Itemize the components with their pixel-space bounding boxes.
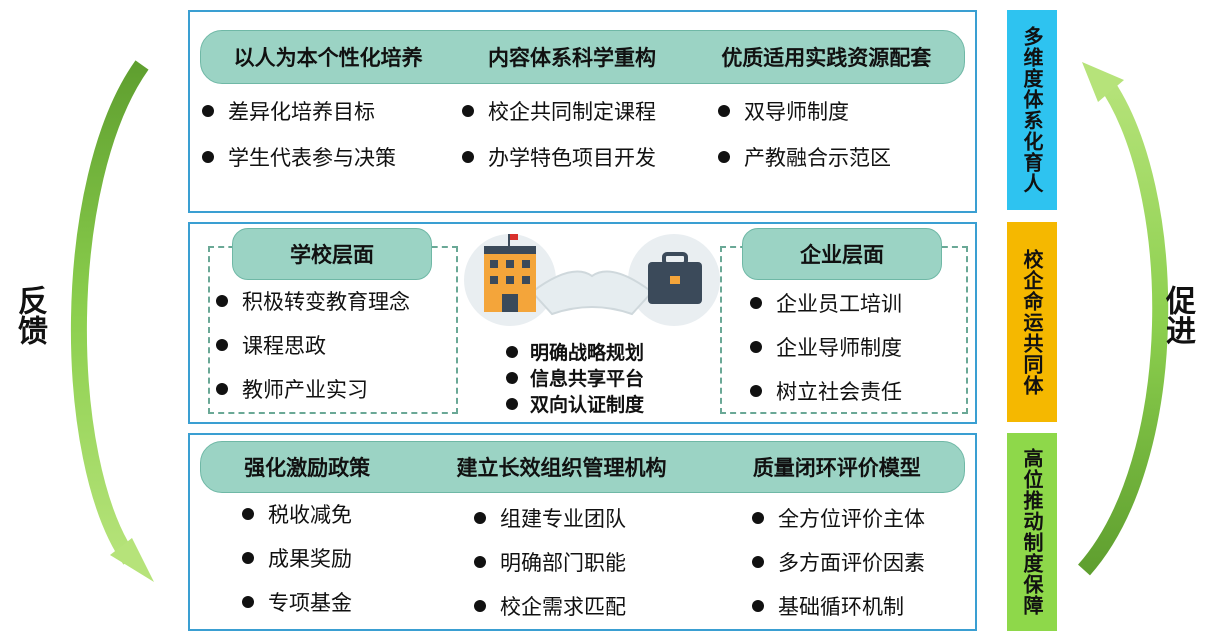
bullet-icon	[750, 385, 762, 397]
list-item: 树立社会责任	[750, 376, 902, 406]
top-header-2: 内容体系科学重构	[487, 46, 656, 70]
top-header-pill: 以人为本个性化培养 内容体系科学重构 优质适用实践资源配套	[200, 30, 965, 84]
list-item: 全方位评价主体	[752, 503, 925, 533]
top-header-1: 以人为本个性化培养	[233, 46, 423, 70]
bullet-icon	[752, 512, 764, 524]
bullet-icon	[506, 371, 518, 384]
list-item: 多方面评价因素	[752, 547, 925, 577]
promote-label: 促进	[1160, 285, 1195, 345]
list-item: 明确部门职能	[474, 547, 626, 577]
bullet-icon	[752, 556, 764, 568]
bullet-icon	[216, 295, 228, 307]
list-item: 课程思政	[216, 330, 326, 360]
list-item: 双导师制度	[718, 96, 849, 126]
side-label-top: 多维度体系化育人	[1007, 10, 1057, 210]
side-label-middle: 校企命运共同体	[1007, 222, 1057, 422]
bullet-icon	[474, 556, 486, 568]
list-item: 校企共同制定课程	[462, 96, 656, 126]
bottom-header-1: 强化激励政策	[244, 456, 371, 480]
bottom-header-pill: 强化激励政策 建立长效组织管理机构 质量闭环评价模型	[200, 441, 965, 493]
enterprise-title: 企业层面	[742, 228, 942, 280]
list-item: 产教融合示范区	[718, 142, 891, 172]
promote-arrow	[1078, 62, 1169, 576]
bottom-header-2: 建立长效组织管理机构	[456, 456, 667, 480]
list-item: 明确战略规划	[506, 338, 644, 365]
bullet-icon	[718, 151, 730, 163]
bullet-icon	[474, 600, 486, 612]
top-panel: 以人为本个性化培养 内容体系科学重构 优质适用实践资源配套 差异化培养目标 学生…	[188, 10, 977, 213]
bullet-icon	[752, 600, 764, 612]
feedback-label: 反馈	[12, 285, 47, 345]
list-item: 教师产业实习	[216, 374, 368, 404]
bullet-icon	[202, 105, 214, 117]
side-label-bottom: 高位推动制度保障	[1007, 433, 1057, 631]
bullet-icon	[202, 151, 214, 163]
list-item: 企业导师制度	[750, 332, 902, 362]
list-item: 基础循环机制	[752, 591, 904, 621]
bullet-icon	[506, 397, 518, 410]
list-item: 校企需求匹配	[474, 591, 626, 621]
feedback-arrow	[71, 60, 154, 582]
middle-panel: 学校层面 积极转变教育理念 课程思政 教师产业实习 明确战略规划 信息共享平台 …	[188, 222, 977, 424]
list-item: 双向认证制度	[506, 390, 644, 417]
list-item: 办学特色项目开发	[462, 142, 656, 172]
list-item: 成果奖励	[242, 543, 352, 573]
bullet-icon	[474, 512, 486, 524]
bullet-icon	[462, 105, 474, 117]
list-item: 专项基金	[242, 587, 352, 617]
bullet-icon	[718, 105, 730, 117]
bullet-icon	[750, 297, 762, 309]
school-enterprise-handshake-icon	[464, 234, 720, 326]
top-header-3: 优质适用实践资源配套	[721, 46, 932, 70]
bullet-icon	[462, 151, 474, 163]
bottom-panel: 强化激励政策 建立长效组织管理机构 质量闭环评价模型 税收减免 成果奖励 专项基…	[188, 433, 977, 631]
list-item: 组建专业团队	[474, 503, 626, 533]
bullet-icon	[750, 341, 762, 353]
school-title: 学校层面	[232, 228, 432, 280]
bottom-header-3: 质量闭环评价模型	[752, 456, 921, 480]
bullet-icon	[242, 508, 254, 520]
bullet-icon	[242, 596, 254, 608]
list-item: 信息共享平台	[506, 364, 644, 391]
list-item: 差异化培养目标	[202, 96, 375, 126]
bullet-icon	[216, 339, 228, 351]
list-item: 企业员工培训	[750, 288, 902, 318]
list-item: 学生代表参与决策	[202, 142, 396, 172]
bullet-icon	[216, 383, 228, 395]
list-item: 税收减免	[242, 499, 352, 529]
list-item: 积极转变教育理念	[216, 286, 410, 316]
bullet-icon	[506, 345, 518, 358]
bullet-icon	[242, 552, 254, 564]
